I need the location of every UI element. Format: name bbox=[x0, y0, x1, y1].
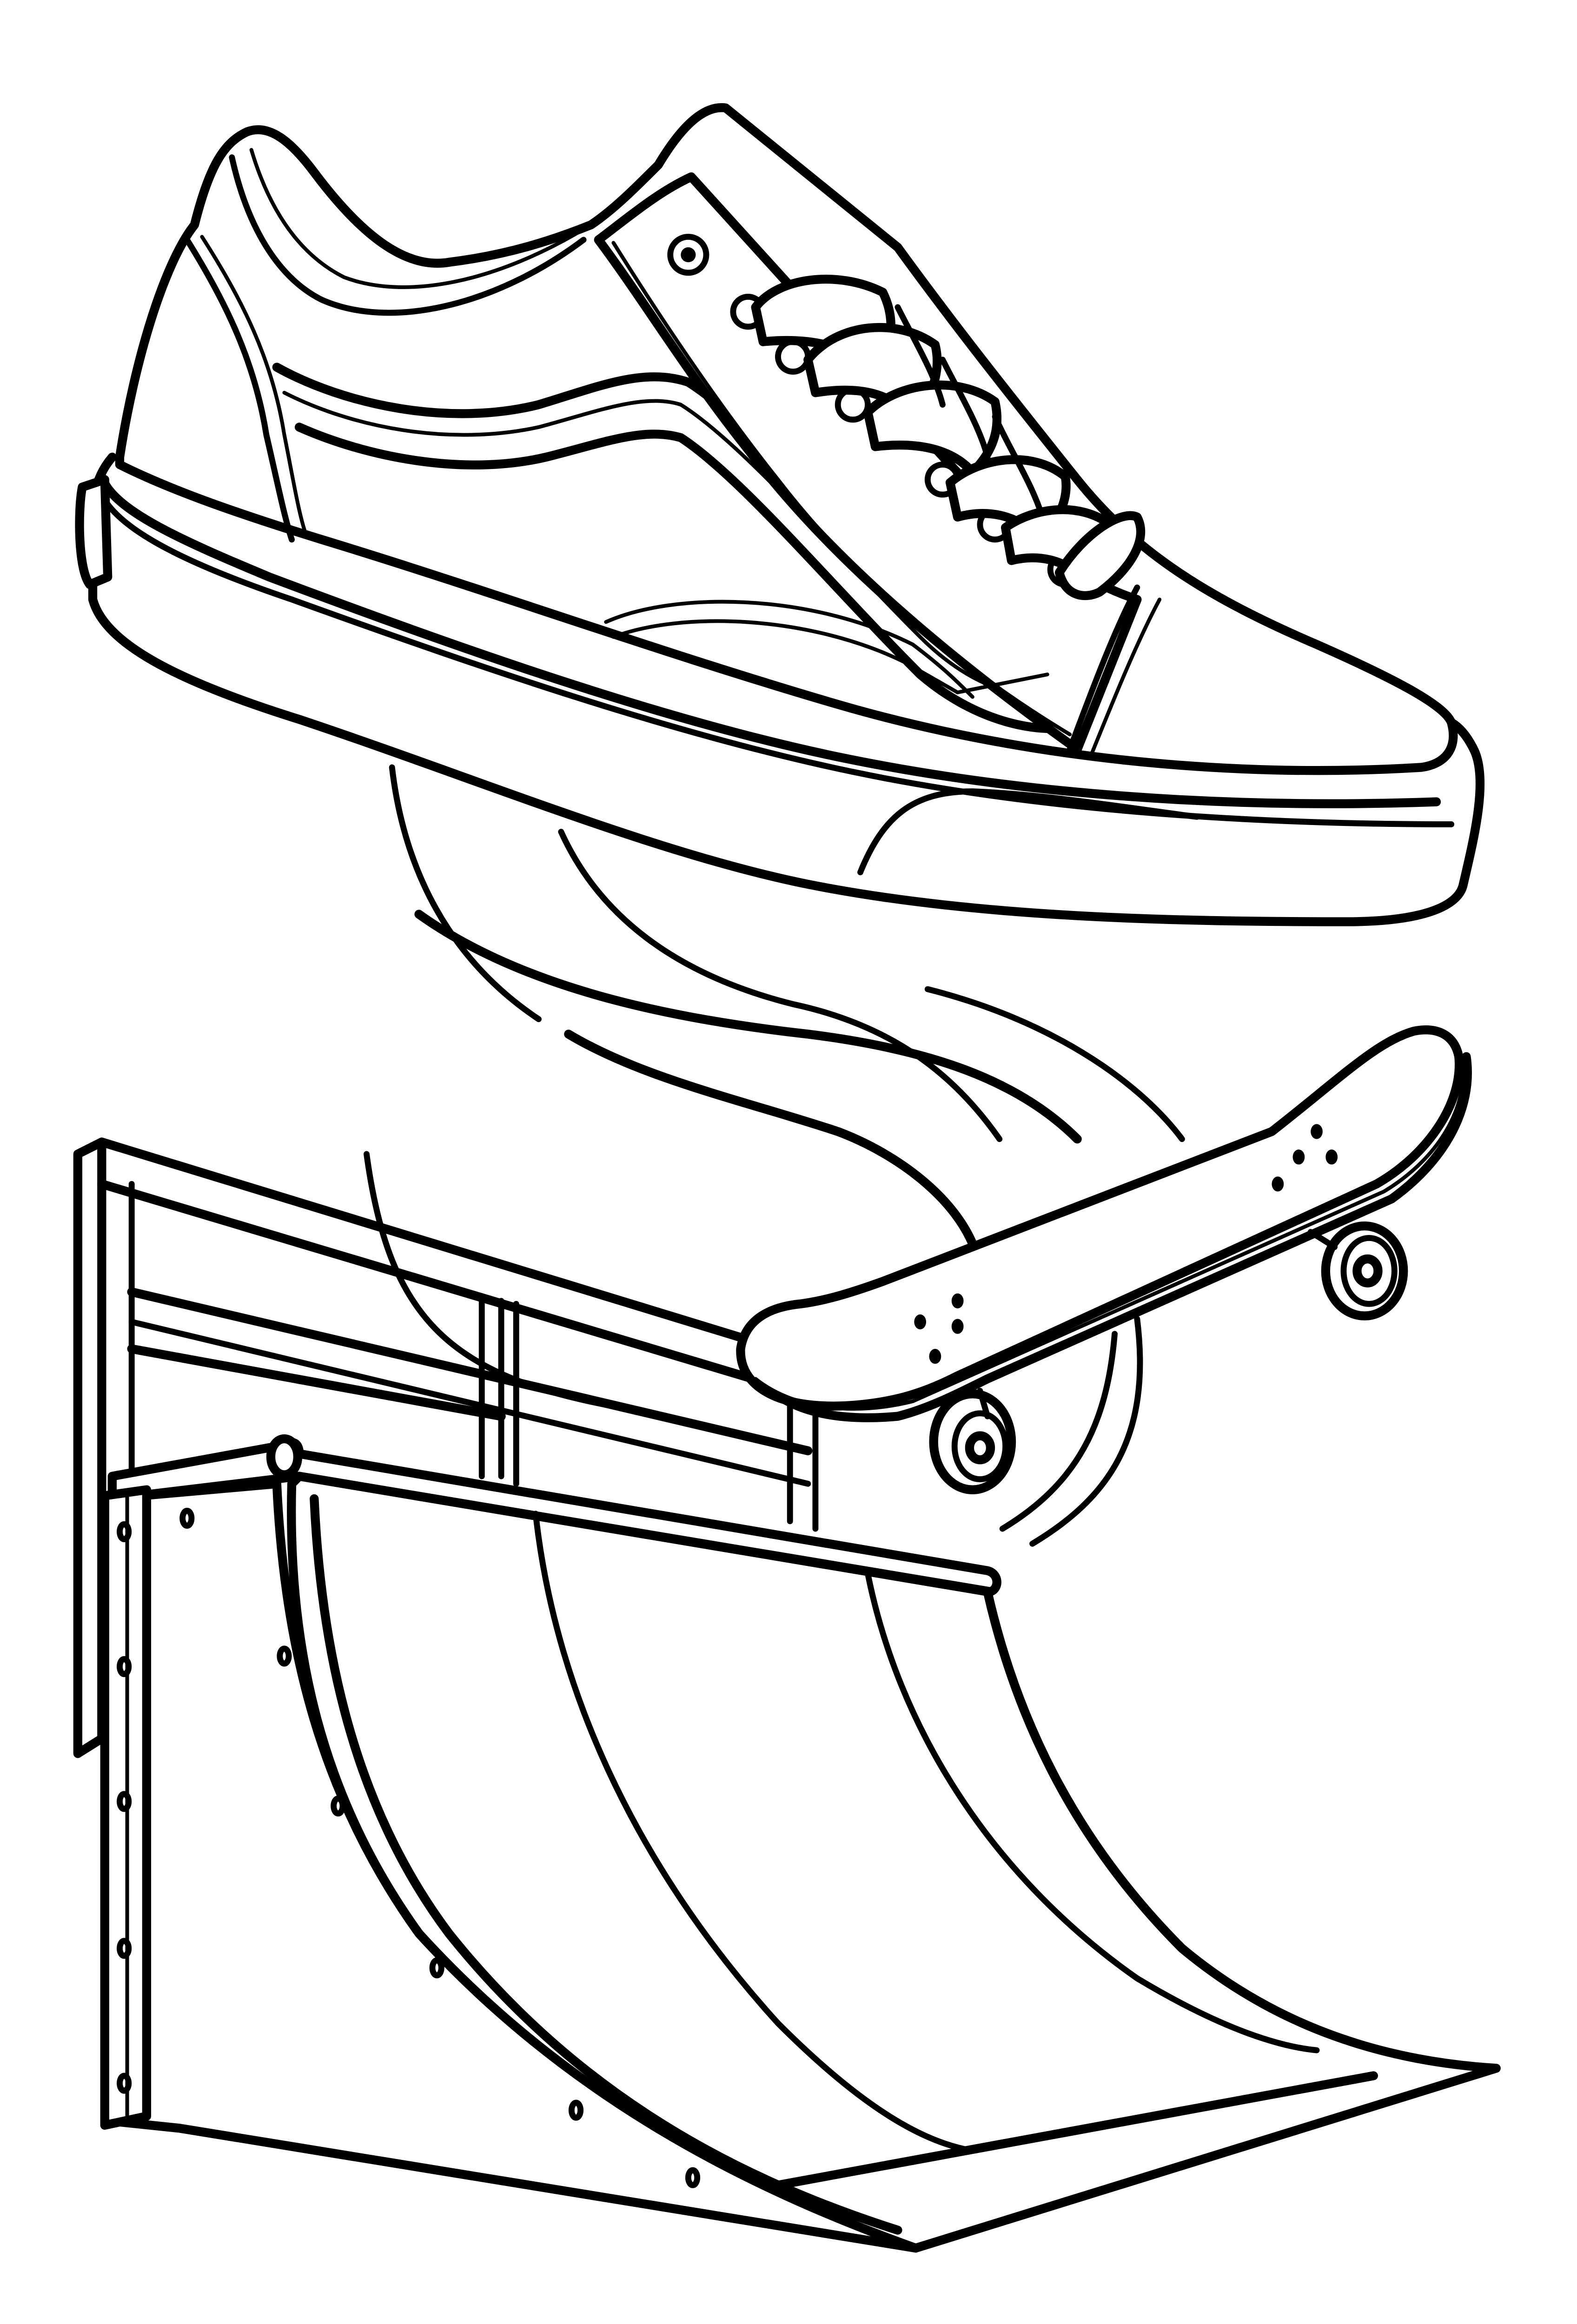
lace-tail bbox=[992, 413, 1043, 513]
motion-lines bbox=[364, 764, 1185, 1547]
deck-top bbox=[736, 1025, 1464, 1411]
deck-edge-line bbox=[754, 1070, 1465, 1411]
foxing-line-2 bbox=[611, 619, 1049, 694]
deck-bolt bbox=[951, 1319, 964, 1334]
motion-line bbox=[414, 910, 1082, 1144]
bolt bbox=[117, 2073, 132, 2094]
quarter-pipe-ramp bbox=[100, 1434, 1501, 2253]
truck-front bbox=[1307, 1229, 1338, 1250]
wheel-back bbox=[929, 1389, 1016, 1494]
bolt bbox=[331, 1795, 346, 1817]
motion-line bbox=[999, 1331, 1118, 1532]
wheel-front bbox=[1321, 1221, 1408, 1320]
skateboard bbox=[736, 1025, 1472, 1494]
tongue-edge bbox=[611, 241, 1072, 737]
bolt bbox=[117, 1521, 132, 1542]
railing-low-bar bbox=[127, 1344, 506, 1421]
bolt bbox=[179, 1507, 195, 1529]
deck-bolt bbox=[951, 1293, 964, 1308]
side-stripe-bottom bbox=[294, 423, 1082, 733]
side-stripe-mid bbox=[282, 390, 1109, 699]
foxing-line bbox=[604, 600, 974, 699]
sole-top-band bbox=[97, 472, 1441, 808]
bolt bbox=[277, 1645, 292, 1667]
toe-cap-line bbox=[857, 788, 1200, 876]
ramp-surface bbox=[287, 1472, 1501, 2253]
toe-stitch bbox=[1067, 584, 1140, 753]
motion-line bbox=[389, 764, 542, 1023]
collar-inner-2 bbox=[249, 148, 593, 289]
wheel-hub bbox=[965, 1431, 995, 1465]
heel-counter-line bbox=[184, 237, 295, 543]
motion-line bbox=[558, 829, 1003, 1142]
deck-bolt bbox=[1292, 1149, 1305, 1165]
wheel-rim bbox=[951, 1410, 1009, 1483]
wheel-hub bbox=[1352, 1254, 1383, 1287]
collar-inner bbox=[229, 154, 587, 316]
ramp-bolts bbox=[117, 1507, 701, 2188]
ramp-inner-edge bbox=[310, 1494, 902, 2235]
bolt bbox=[117, 1938, 132, 1959]
deck-bolt bbox=[1325, 1149, 1338, 1165]
lace-tail bbox=[895, 304, 946, 408]
bolt bbox=[117, 1791, 132, 1812]
deck-bolt bbox=[914, 1314, 927, 1330]
eyelet-hole bbox=[681, 247, 696, 263]
railing-post-left bbox=[73, 1137, 106, 1758]
motion-line bbox=[364, 1151, 632, 1412]
ramp-base-plate bbox=[773, 2071, 1378, 2190]
laces bbox=[751, 274, 1146, 601]
deck-bolts bbox=[914, 1124, 1338, 1364]
lace-tail bbox=[940, 357, 991, 460]
toe-stitch-2 bbox=[1090, 597, 1162, 754]
coping-end-cap bbox=[266, 1434, 303, 1479]
railing-mid-bar bbox=[127, 1287, 813, 1455]
ramp-railing bbox=[73, 1137, 819, 1758]
railing-top-bar bbox=[97, 1137, 783, 1353]
wheel-rim bbox=[1340, 1235, 1398, 1307]
motion-line bbox=[924, 986, 1185, 1142]
heel-tab bbox=[75, 475, 113, 589]
deck-bolt bbox=[1272, 1176, 1284, 1192]
heel-counter-line-2 bbox=[200, 235, 309, 539]
railing-top-bar-lower bbox=[97, 1179, 783, 1391]
lace-end bbox=[1054, 511, 1146, 601]
deck-bolt bbox=[1311, 1124, 1323, 1139]
motion-line bbox=[1029, 1316, 1143, 1547]
ramp-curve-line bbox=[532, 1511, 976, 2154]
bolt bbox=[685, 2167, 701, 2188]
railing-mid-bar-lower bbox=[128, 1319, 811, 1487]
sneaker bbox=[75, 103, 1485, 926]
deck-bolt bbox=[929, 1349, 941, 1364]
truck-back bbox=[977, 1387, 991, 1419]
bolt bbox=[429, 1957, 444, 1979]
eyelet bbox=[775, 338, 811, 375]
motion-line bbox=[564, 1030, 980, 1256]
bolt bbox=[568, 2100, 584, 2121]
bolt bbox=[117, 1656, 132, 1677]
ramp-curve-line bbox=[865, 1571, 1320, 2053]
